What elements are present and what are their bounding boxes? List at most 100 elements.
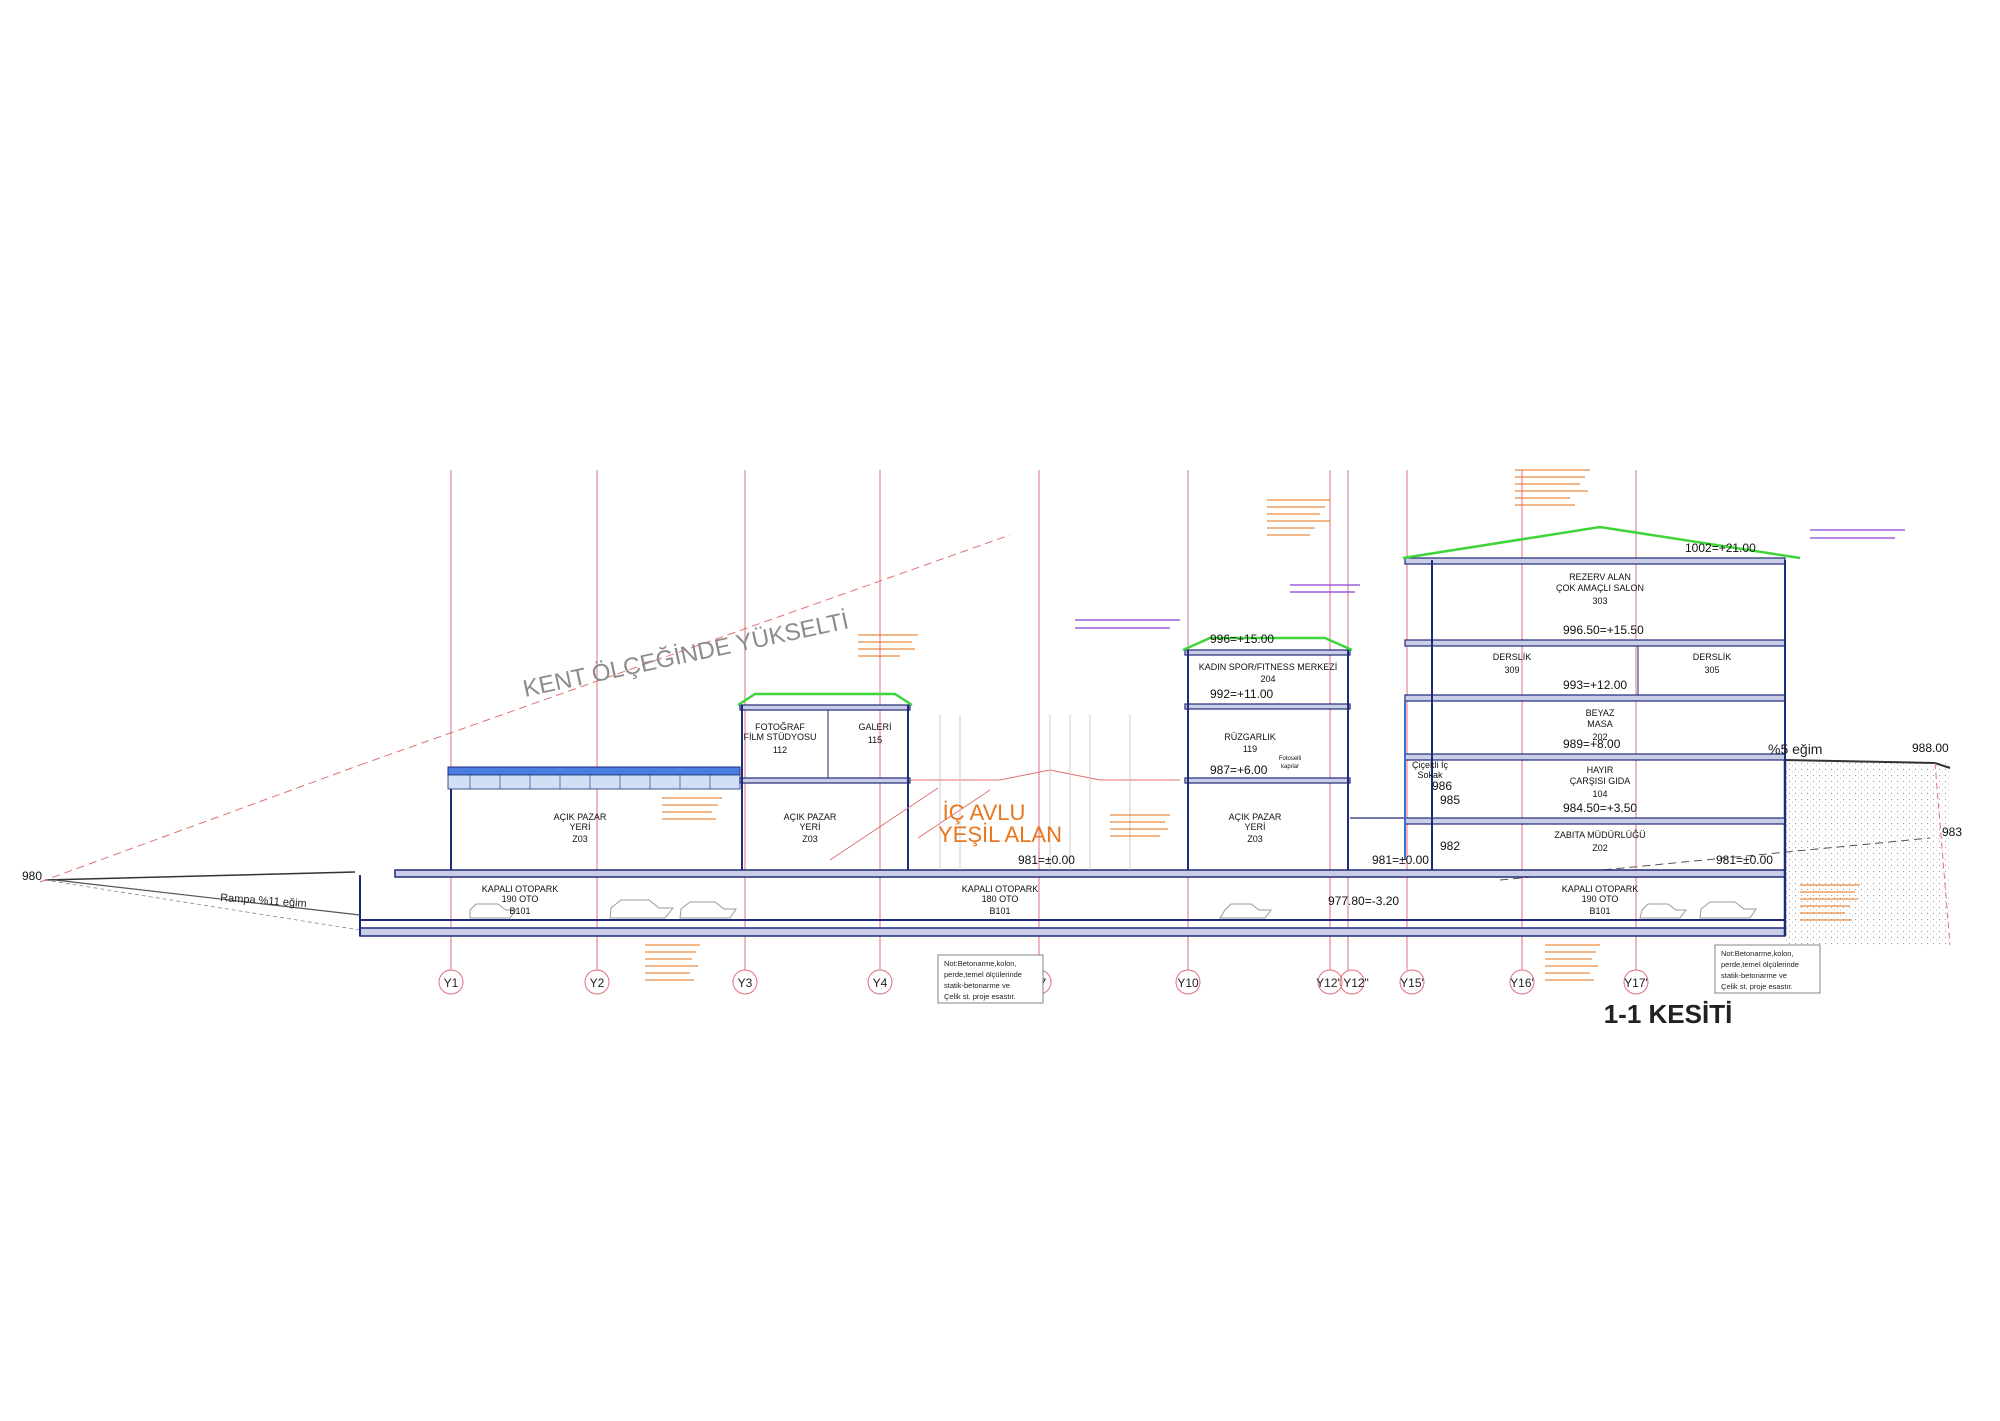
basement-structure	[359, 760, 1787, 937]
terrain-983: 983	[1942, 825, 1962, 839]
room-otopark-1-a: KAPALI OTOPARK	[482, 884, 559, 894]
slope-label: %5 eğim	[1768, 741, 1822, 757]
site-slope-dashed	[39, 764, 361, 883]
structural-note-1: Not:Betonarme,kolon, perde,temel ölçüler…	[937, 954, 1044, 1004]
room-beyaz-1: BEYAZ	[1586, 708, 1615, 718]
level-981-mid: 981=±0.00	[1372, 853, 1429, 867]
terrain-980: 980	[22, 869, 42, 883]
axis-label-y17p: Y17'	[1624, 976, 1648, 990]
room-galeri: GALERİ	[858, 722, 891, 732]
middle-block	[1184, 649, 1351, 870]
parked-cars	[469, 899, 1757, 919]
note-line-1: Not:Betonarme,kolon,	[944, 959, 1017, 968]
courtyard-label-2: YEŞİL ALAN	[938, 822, 1062, 847]
level-993: 993=+12.00	[1563, 678, 1627, 692]
room-otopark-2-a: KAPALI OTOPARK	[962, 884, 1039, 894]
note2-line-3: statik-betonarme ve	[1721, 971, 1787, 980]
middle-block-roof	[1182, 636, 1353, 652]
grid-axes	[450, 470, 1637, 970]
room-ruzgarlik-code: 119	[1243, 744, 1257, 754]
foundation-slab	[359, 927, 1786, 937]
room-ruzgarlik: RÜZGARLIK	[1224, 732, 1276, 742]
structural-note-2: Not:Betonarme,kolon, perde,temel ölçüler…	[1714, 944, 1821, 994]
slope-line-right	[1934, 762, 1951, 946]
room-acik-pazar-2-code: Z03	[802, 834, 818, 844]
level-982: 982	[1440, 839, 1460, 853]
soil-hatch-right	[1785, 760, 1950, 945]
note-line-2: perde,temel ölçülerinde	[944, 970, 1022, 979]
level-1002: 1002=+21.00	[1685, 541, 1756, 555]
concept-text: KENT ÖLÇEĞİNDE YÜKSELTİ	[521, 607, 851, 702]
room-rezerv-2: ÇOK AMAÇLI SALON	[1556, 583, 1644, 593]
room-zabita-code: Z02	[1592, 843, 1608, 853]
terrain-988: 988.00	[1912, 741, 1949, 755]
room-rezerv-code: 303	[1592, 596, 1607, 606]
ground-slab	[394, 869, 1786, 878]
detail-annotations	[645, 469, 1860, 981]
axis-label-y10: Y10	[1177, 976, 1199, 990]
fotoselli-2: kapılar	[1281, 764, 1299, 770]
room-hayir-1: HAYIR	[1587, 765, 1614, 775]
right-block	[1350, 557, 1786, 870]
grid-axis-labels: Y1 Y2 Y3 Y4 Y7 Y10 Y12' Y12" Y15' Y16' Y…	[444, 976, 1648, 990]
room-otopark-1-b: 190 OTO	[502, 894, 539, 904]
room-kadin-spor-code: 204	[1260, 674, 1275, 684]
room-hayir-2: ÇARŞISI GIDA	[1570, 776, 1631, 786]
axis-label-y3: Y3	[738, 976, 753, 990]
room-beyaz-code: 202	[1592, 732, 1607, 742]
room-acik-pazar-3-b: YERİ	[1244, 822, 1265, 832]
room-acik-pazar-1-b: YERİ	[569, 822, 590, 832]
room-kadin-spor: KADIN SPOR/FITNESS MERKEZİ	[1199, 662, 1338, 672]
ramp-label: Rampa %11 eğim	[220, 892, 307, 910]
room-derslik-305: DERSLİK	[1693, 652, 1732, 662]
purple-annotations	[1075, 529, 1905, 629]
room-rezerv-1: REZERV ALAN	[1569, 572, 1631, 582]
room-fotograf-code: 112	[773, 745, 787, 755]
room-otopark-3-b: 190 OTO	[1582, 894, 1619, 904]
note2-line-4: Çelik st. proje esastır.	[1721, 982, 1793, 991]
room-derslik-309-code: 309	[1504, 665, 1519, 675]
room-derslik-309: DERSLİK	[1493, 652, 1532, 662]
room-acik-pazar-1-code: Z03	[572, 834, 588, 844]
courtyard-structure	[939, 715, 1131, 870]
axis-label-y1: Y1	[444, 976, 459, 990]
level-977-80: 977.80=-3.20	[1328, 894, 1399, 908]
room-galeri-code: 115	[868, 735, 882, 745]
room-fotograf-2: FİLM STÜDYOSU	[743, 732, 816, 742]
room-otopark-3-a: KAPALI OTOPARK	[1562, 884, 1639, 894]
room-hayir-code: 104	[1592, 789, 1607, 799]
axis-label-y16p: Y16'	[1510, 976, 1534, 990]
drawing-title: 1-1 KESİTİ	[1604, 999, 1733, 1029]
left-block-roof	[737, 692, 913, 707]
room-labels: REZERV ALAN ÇOK AMAÇLI SALON 303 DERSLİK…	[482, 572, 1732, 916]
room-acik-pazar-3-code: Z03	[1247, 834, 1263, 844]
cicekli-sokak-1: Çiçekli İç	[1412, 760, 1449, 770]
axis-label-y15p: Y15'	[1400, 976, 1424, 990]
level-985: 985	[1440, 793, 1460, 807]
room-otopark-2-b: 180 OTO	[982, 894, 1019, 904]
room-acik-pazar-3-a: AÇIK PAZAR	[1229, 812, 1282, 822]
level-987: 987=+6.00	[1210, 763, 1268, 777]
level-981-right: 981=±0.00	[1716, 853, 1773, 867]
room-zabita: ZABITA MÜDÜRLÜĞÜ	[1554, 830, 1645, 840]
level-981-left: 981=±0.00	[1018, 853, 1075, 867]
note-line-4: Çelik st. proje esastır.	[944, 992, 1016, 1001]
room-acik-pazar-2-b: YERİ	[799, 822, 820, 832]
level-992: 992=+11.00	[1210, 687, 1274, 701]
axis-label-y12pp: Y12"	[1343, 976, 1369, 990]
note2-line-1: Not:Betonarme,kolon,	[1721, 949, 1794, 958]
ground-line-left	[44, 871, 356, 881]
axis-label-y4: Y4	[873, 976, 888, 990]
cicekli-sokak-2: Sokak	[1417, 770, 1443, 780]
level-labels: 1002=+21.00 996.50=+15.50 993=+12.00 989…	[22, 541, 1962, 908]
level-989: 989=+8.00	[1563, 737, 1621, 751]
note-line-3: statik-betonarme ve	[944, 981, 1010, 990]
right-block-roof	[1402, 525, 1801, 560]
room-beyaz-2: MASA	[1587, 719, 1613, 729]
level-996-50: 996.50=+15.50	[1563, 623, 1644, 637]
ramp-line-dashed	[44, 879, 361, 931]
room-fotograf-1: FOTOĞRAF	[755, 722, 805, 732]
concept-label: KENT ÖLÇEĞİNDE YÜKSELTİ	[521, 607, 851, 702]
room-acik-pazar-1-a: AÇIK PAZAR	[554, 812, 607, 822]
